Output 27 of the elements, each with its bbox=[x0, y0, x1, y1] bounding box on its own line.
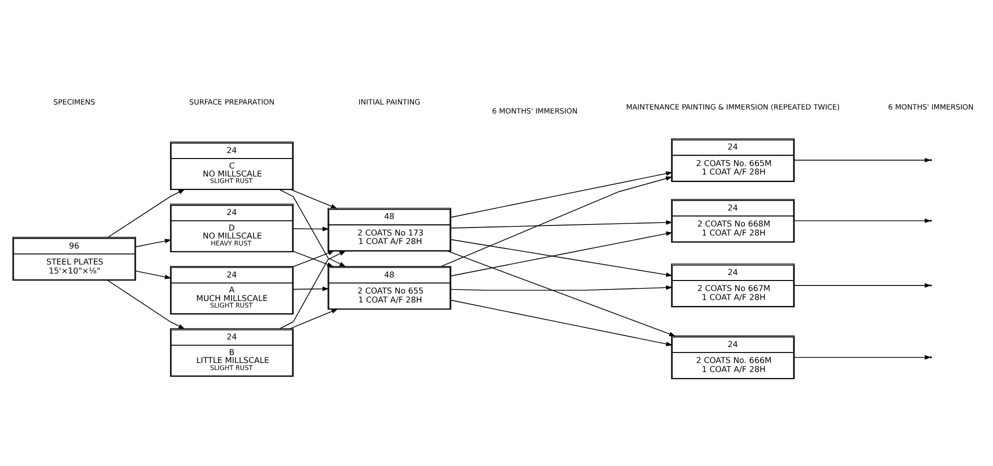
arrow bbox=[279, 188, 346, 266]
arrow bbox=[135, 270, 172, 279]
arrow bbox=[440, 176, 672, 266]
arrow bbox=[450, 170, 673, 218]
arrow bbox=[447, 250, 676, 336]
arrow bbox=[292, 226, 329, 231]
arrow bbox=[290, 188, 338, 208]
arrow bbox=[450, 299, 673, 346]
label: MAINTENANCE PAINTING & IMMERSION (REPEATED TWICE) bbox=[626, 102, 840, 111]
arrow bbox=[290, 308, 338, 329]
label: 6 MONTHS' IMMERSION bbox=[492, 106, 578, 115]
arrow bbox=[794, 157, 932, 162]
arrow bbox=[450, 238, 673, 276]
arrow bbox=[450, 230, 673, 276]
arrow bbox=[279, 250, 346, 328]
label: SURFACE PREPARATION bbox=[189, 97, 274, 106]
arrow bbox=[108, 188, 185, 238]
arrow bbox=[135, 238, 172, 247]
label: SPECIMENS bbox=[53, 97, 96, 106]
arrow bbox=[450, 284, 672, 290]
arrow bbox=[794, 282, 932, 288]
label: INITIAL PAINTING bbox=[358, 97, 420, 106]
arrow bbox=[107, 279, 185, 329]
arrow bbox=[292, 286, 329, 291]
label: 6 MONTHS' IMMERSION bbox=[888, 102, 974, 111]
arrow bbox=[450, 220, 673, 228]
arrow bbox=[794, 354, 932, 360]
